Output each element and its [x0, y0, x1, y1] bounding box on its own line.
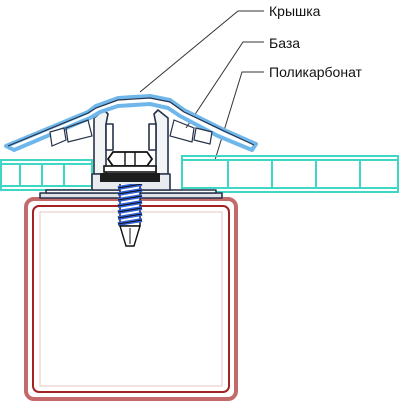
label-base: База [269, 35, 301, 51]
polycarbonate-sheet-left [0, 159, 93, 191]
label-polycarbonate: Поликарбонат [269, 64, 362, 80]
cap-profile [4, 94, 258, 152]
leader-base [185, 41, 264, 129]
polycarbonate-sheet-right [181, 155, 399, 193]
leader-cap [139, 10, 264, 93]
screw [100, 151, 160, 247]
label-cap: Крышка [269, 3, 321, 19]
